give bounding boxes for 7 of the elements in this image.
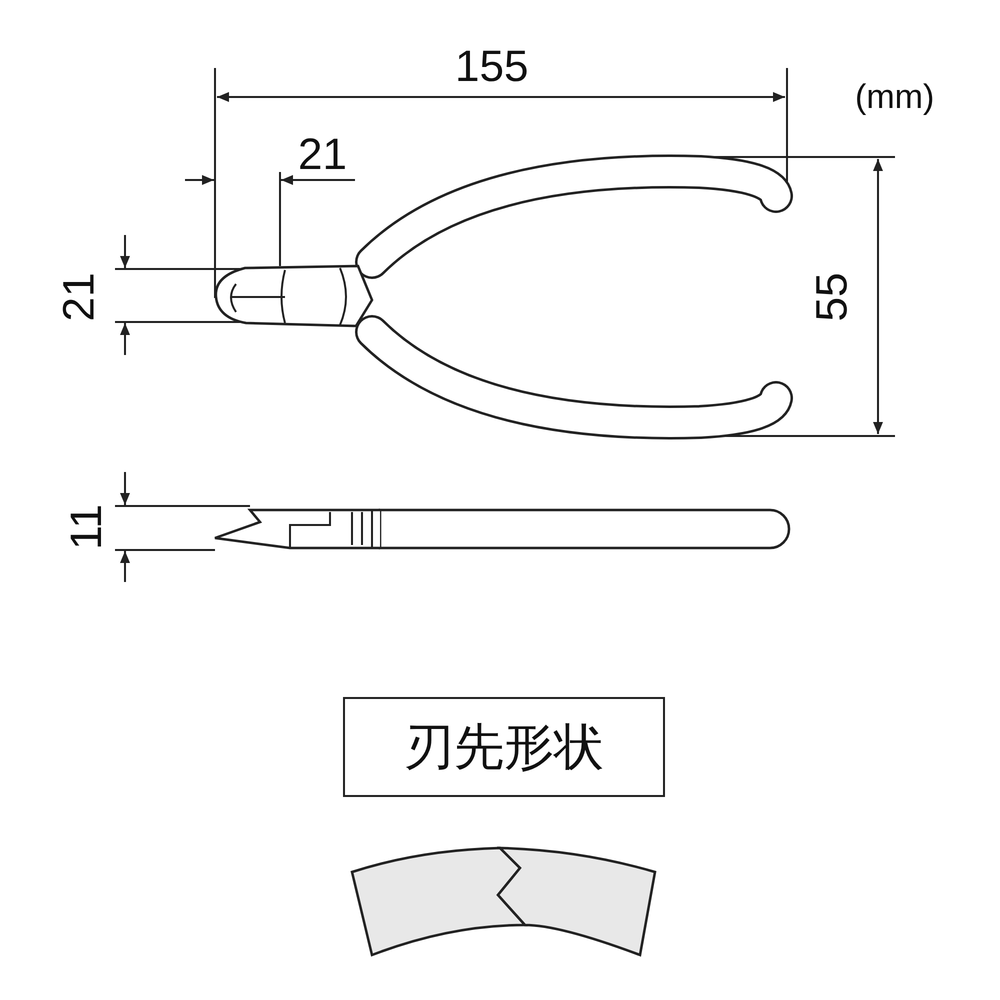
heading-box: 刃先形状 [343, 697, 665, 797]
dimension-label: 55 [810, 272, 854, 322]
dimension-label: 155 [455, 45, 528, 89]
unit-label: (mm) [855, 80, 934, 114]
dimension-label: 21 [57, 272, 102, 322]
dimension-label: 21 [298, 133, 347, 177]
dimension-label: 11 [64, 504, 109, 550]
